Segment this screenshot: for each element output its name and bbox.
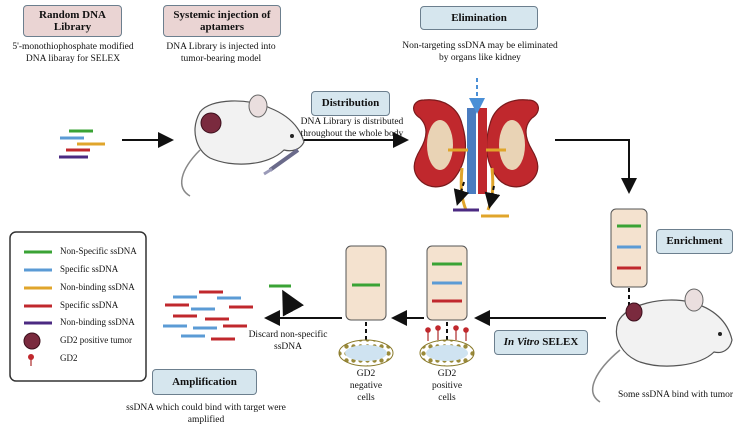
arrow-discard bbox=[282, 289, 305, 317]
discard-label: Discard non-specific ssDNA bbox=[248, 330, 328, 352]
legend-label-0: Non-Specific ssDNA bbox=[60, 246, 137, 256]
arrow-eliminate-left bbox=[453, 181, 470, 206]
selex-text: SELEX bbox=[539, 336, 579, 349]
gd2-negative-label: GD2 negative cells bbox=[349, 369, 383, 403]
gd2-positive-cell bbox=[419, 325, 475, 367]
step-enrichment-title: Enrichment bbox=[666, 235, 723, 248]
arrow-eliminate-right bbox=[484, 185, 501, 209]
tumor-bind-label: Some ssDNA bind with tumor bbox=[618, 390, 734, 400]
injection-desc: DNA Library is injected into tumor-beari… bbox=[166, 42, 276, 64]
in-vitro-italic: In Vitro bbox=[503, 336, 540, 349]
elimination-desc: Non-targeting ssDNA may be eliminated by… bbox=[402, 41, 558, 63]
legend-label-tumor: GD2 positive tumor bbox=[60, 335, 132, 345]
enrichment-tube bbox=[610, 208, 648, 288]
library-desc: 5'-monothiophosphate modified DNA libara… bbox=[12, 42, 134, 64]
legend-swatches bbox=[23, 250, 52, 366]
step-random-library-title: Random DNA Library bbox=[39, 8, 106, 33]
step-systemic-injection: Systemic injection of aptamers bbox=[163, 5, 281, 37]
legend-label-2: Non-binding ssDNA bbox=[60, 282, 135, 292]
step-random-library: Random DNA Library bbox=[23, 5, 122, 37]
distribution-desc: DNA Library is distributed throughout th… bbox=[300, 117, 404, 139]
step-distribution-title: Distribution bbox=[321, 97, 380, 110]
gd2-negative-tube bbox=[345, 245, 387, 321]
tumor-icon bbox=[23, 332, 41, 350]
step-elimination: Elimination bbox=[420, 6, 538, 30]
amplified-strands bbox=[163, 290, 253, 341]
step-systemic-injection-title: Systemic injection of aptamers bbox=[173, 8, 271, 33]
step-distribution: Distribution bbox=[311, 91, 390, 116]
step-amplification-title: Amplification bbox=[172, 375, 237, 388]
dna-library-strands bbox=[59, 129, 105, 159]
kidney-illustration bbox=[413, 99, 539, 211]
gd2-positive-label: GD2 positive cells bbox=[431, 369, 463, 403]
step-elimination-title: Elimination bbox=[451, 11, 507, 24]
legend-label-1: Specific ssDNA bbox=[60, 264, 119, 274]
gd2-negative-cell bbox=[338, 339, 394, 367]
legend-label-3: Specific ssDNA bbox=[60, 300, 119, 310]
legend-label-gd2: GD2 bbox=[60, 353, 78, 363]
step-enrichment: Enrichment bbox=[656, 229, 733, 254]
gd2-positive-tube bbox=[426, 245, 468, 321]
step-in-vitro-selex: In Vitro SELEX bbox=[494, 330, 588, 355]
amplification-desc: ssDNA which could bind with target were … bbox=[126, 403, 286, 425]
step-amplification: Amplification bbox=[152, 369, 257, 395]
arrow-to-enrichment bbox=[555, 139, 637, 194]
gd2-icon bbox=[28, 354, 34, 360]
legend-label-4: Non-binding ssDNA bbox=[60, 317, 135, 327]
mouse-tumor-illustration bbox=[591, 288, 733, 403]
mouse-injection-illustration bbox=[180, 94, 305, 197]
